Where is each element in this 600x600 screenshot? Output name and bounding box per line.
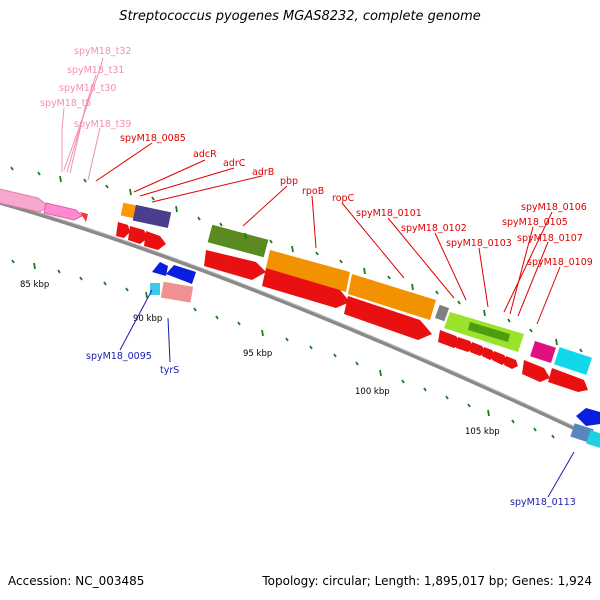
gene-label: spyM18_0102 [401, 223, 467, 234]
leader-lines-blue [119, 289, 575, 498]
gene-label: spyM18_t30 [59, 83, 116, 94]
gene-label: ropC [332, 193, 355, 204]
gene-label: spyM18_t31 [67, 65, 124, 76]
leader-lines-red [95, 142, 561, 325]
forward-cds-ropc [344, 296, 432, 340]
trna-cluster [0, 188, 88, 222]
gene-spym18-0085-box [120, 202, 138, 219]
trna-feature [43, 202, 83, 221]
gene-label: spyM18_0103 [446, 238, 512, 249]
gene-ropc-box [348, 274, 436, 320]
genome-backbone-highlight [0, 200, 600, 439]
gene-tyrs-box [160, 281, 194, 303]
gene-label: spyM18_0107 [517, 233, 583, 244]
leader-lines-pink [61, 57, 104, 181]
gene-spym18-0103-box [468, 322, 510, 342]
gene-label: spyM18_0101 [356, 208, 422, 219]
forward-cds-group-1 [116, 222, 166, 250]
tick-marks [10, 166, 583, 439]
gene-label: spyM18_0105 [502, 217, 568, 228]
gene-cyan-edge-box [586, 430, 600, 448]
gene-label: spyM18_t5 [40, 98, 91, 109]
genome-summary-text: Topology: circular; Length: 1,895,017 bp… [262, 574, 592, 588]
scale-label: 85 kbp [20, 280, 49, 290]
gene-rpob-box [266, 250, 350, 292]
gene-label: spyM18_0095 [86, 351, 152, 362]
scale-label: 90 kbp [133, 314, 162, 324]
gene-label: spyM18_t32 [74, 46, 131, 57]
scale-label: 105 kbp [465, 427, 500, 437]
gene-spym18-0095-box [150, 283, 160, 295]
reverse-cds-1 [152, 262, 168, 276]
gene-spym18-0101-box [434, 304, 450, 322]
gene-label: spyM18_0106 [521, 202, 587, 213]
map-title: Streptococcus pyogenes MGAS8232, complet… [119, 9, 481, 24]
gene-label: spyM18_t39 [74, 119, 131, 130]
gene-pink-box [530, 340, 556, 364]
gene-spym18-0113-box [570, 423, 594, 443]
gene-label: adrB [252, 167, 274, 178]
gene-label: tyrS [160, 365, 179, 376]
gene-label: adrC [223, 158, 246, 169]
gene-label: rpoB [302, 186, 324, 197]
reverse-cds-3 [576, 408, 600, 426]
gene-pbp-box [207, 224, 269, 258]
forward-cds-pbp [204, 250, 266, 280]
gene-label: spyM18_0113 [510, 497, 576, 508]
gene-label: adcR [193, 149, 217, 160]
gene-label: spyM18_0085 [120, 133, 186, 144]
forward-cds-rpob [262, 268, 350, 308]
trna-feature-small [80, 212, 88, 222]
gene-label: spyM18_0109 [527, 257, 593, 268]
trna-feature [0, 188, 49, 213]
gene-label: pbp [280, 176, 298, 187]
genome-backbone [0, 200, 600, 443]
forward-cds-group-2 [438, 330, 588, 392]
accession-text: Accession: NC_003485 [8, 574, 145, 588]
gene-adcr-box [132, 204, 172, 228]
gene-cyan-box [554, 347, 592, 375]
scale-label: 100 kbp [355, 387, 390, 397]
scale-label: 95 kbp [243, 349, 272, 359]
reverse-cds-2 [166, 265, 196, 284]
